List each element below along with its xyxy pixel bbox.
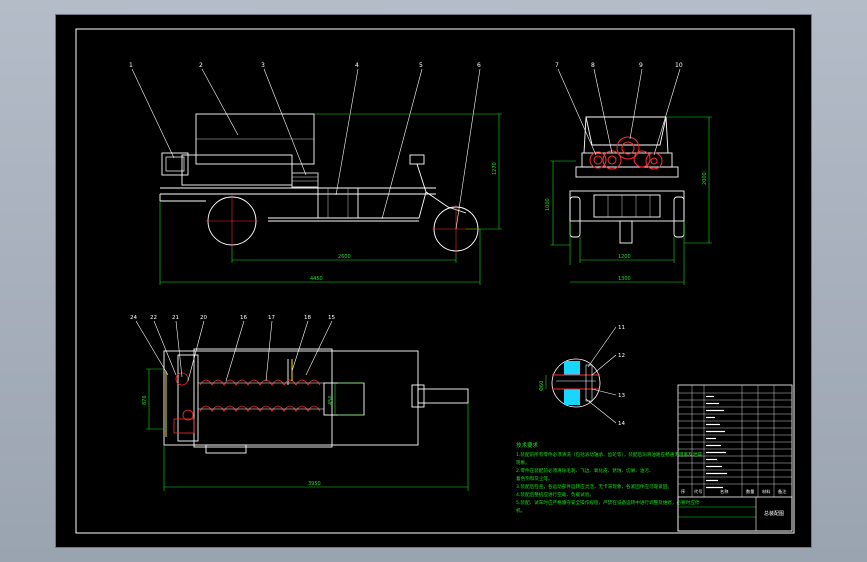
end-frame xyxy=(569,190,685,222)
gear-3 xyxy=(616,136,640,160)
notes-heading: 技术要求 xyxy=(516,441,539,449)
side-view-dim-text: 2600 4450 1270 xyxy=(310,162,498,282)
detail-circle xyxy=(551,358,601,408)
plan-view-dimensions xyxy=(146,368,469,491)
plan-view xyxy=(163,348,469,454)
plan-towbar xyxy=(417,388,469,404)
balloon-7: 7 xyxy=(555,62,559,69)
dim-overall-length: 4450 xyxy=(310,276,323,282)
plan-view-augers xyxy=(173,372,324,434)
balloon-3: 3 xyxy=(261,62,265,69)
note-line-4: 着色剂和灰尘等。 xyxy=(516,475,553,482)
dim-height: 1270 xyxy=(492,162,498,175)
end-wheel-left xyxy=(569,196,581,238)
dim-wheelbase: 2600 xyxy=(338,254,351,260)
balloon-10: 10 xyxy=(675,62,683,69)
gear-1 xyxy=(589,151,607,169)
dim-detail-diameter: Φ60 xyxy=(539,381,545,391)
side-view-dimensions xyxy=(159,113,502,285)
detail-view xyxy=(551,358,601,408)
balloon-2: 2 xyxy=(199,62,203,69)
detail-view-dimension: Φ60 xyxy=(539,375,547,391)
balloon-24: 24 xyxy=(130,315,137,321)
note-line-3: 2.零件在装配前必须清除毛刺、飞边、氧化皮、锈蚀、切屑、油污、 xyxy=(516,467,654,474)
technical-notes: 技术要求 1.装配前所有零件必须清洗（包括滚动轴承、齿轮等），装配后润滑油路应畅… xyxy=(516,441,702,514)
drawing-title: 总装配图 xyxy=(764,510,784,517)
note-line-1: 1.装配前所有零件必须清洗（包括滚动轴承、齿轮等），装配后润滑油路应畅通无阻塞及… xyxy=(516,451,702,458)
parts-list: 序 代号 名称 数量 材料 备注 总装配图 xyxy=(677,384,793,532)
drawing-sheet: 1 2 3 4 5 6 2600 4450 xyxy=(56,15,811,547)
balloon-21: 21 xyxy=(172,315,179,321)
note-line-6: 4.装配后整机应进行空载、负载试验。 xyxy=(516,491,594,498)
end-view-dim-text: 1200 1300 1000 2000 xyxy=(545,172,708,282)
gear-2 xyxy=(602,150,622,170)
plan-body xyxy=(163,350,419,446)
side-view xyxy=(159,113,480,253)
end-view-balloon-labels: 7 8 9 10 xyxy=(555,62,683,69)
end-hopper xyxy=(585,116,667,146)
note-line-7: 5.装配、试车时应严格遵守安全操作规程，严禁在设备运转中进行调整及维修，必要时应… xyxy=(516,499,700,506)
end-view-gears xyxy=(589,136,663,170)
parts-list-rows xyxy=(678,385,792,497)
crusher-box xyxy=(181,154,293,186)
end-wheel-right xyxy=(673,196,685,238)
plan-view-dim-text: 3950 876 456 xyxy=(142,395,334,487)
balloon-22: 22 xyxy=(150,315,157,321)
balloon-15: 15 xyxy=(328,315,335,321)
inner-frame xyxy=(75,28,795,534)
header-col-6: 备注 xyxy=(778,488,787,495)
balloon-11: 11 xyxy=(618,325,625,331)
auger-upper xyxy=(199,379,321,386)
auger-lower xyxy=(199,405,321,412)
dim-left-height: 1000 xyxy=(545,198,551,211)
header-col-4: 数量 xyxy=(746,488,754,495)
balloon-13: 13 xyxy=(618,393,625,399)
balloon-4: 4 xyxy=(355,62,359,69)
detail-view-balloon-labels: 11 12 13 14 xyxy=(618,325,625,427)
balloon-9: 9 xyxy=(639,62,643,69)
tow-bar xyxy=(418,191,467,219)
balloon-6: 6 xyxy=(477,62,481,69)
note-line-8: 机。 xyxy=(516,507,525,514)
assembly-drawing: 1 2 3 4 5 6 2600 4450 xyxy=(75,28,795,534)
motor xyxy=(161,152,189,176)
dim-plan-box-width: 456 xyxy=(328,395,334,405)
balloon-14: 14 xyxy=(618,421,625,427)
end-view xyxy=(569,116,685,244)
dim-inner-width: 1200 xyxy=(618,254,631,260)
header-col-1: 序 xyxy=(681,488,685,495)
balloon-16: 16 xyxy=(240,315,247,321)
note-line-2: 现象。 xyxy=(516,459,530,466)
balloon-8: 8 xyxy=(591,62,595,69)
balloon-18: 18 xyxy=(304,315,311,321)
header-col-3: 名称 xyxy=(720,488,728,495)
end-view-leaders xyxy=(557,68,681,156)
side-view-balloon-labels: 1 2 3 4 5 6 xyxy=(129,62,481,69)
header-col-2: 代号 xyxy=(694,488,702,495)
dim-plan-length: 3950 xyxy=(308,481,321,487)
balloon-20: 20 xyxy=(200,315,207,321)
gear-4 xyxy=(633,150,651,168)
parts-list-header: 序 代号 名称 数量 材料 备注 xyxy=(681,488,787,495)
plan-view-balloon-labels: 24 22 21 20 16 17 18 15 xyxy=(130,315,335,321)
side-view-leaders xyxy=(131,68,481,230)
balloon-17: 17 xyxy=(268,315,275,321)
plan-view-accents xyxy=(165,359,293,437)
balloon-12: 12 xyxy=(618,353,625,359)
dim-right-height: 2000 xyxy=(702,172,708,185)
header-col-5: 材料 xyxy=(762,488,771,495)
plan-view-leaders xyxy=(135,320,333,382)
end-view-dimensions xyxy=(550,116,712,285)
note-line-5: 3.装配后检查，各运动部件运转应灵活，无卡滞现象，各紧固件应可靠紧固。 xyxy=(516,483,672,490)
gear-5 xyxy=(645,152,663,170)
balloon-5: 5 xyxy=(419,62,423,69)
detail-view-leaders xyxy=(585,326,617,424)
dim-plan-left-width: 876 xyxy=(142,395,148,405)
dim-outer-width: 1300 xyxy=(618,276,631,282)
balloon-1: 1 xyxy=(129,62,133,69)
